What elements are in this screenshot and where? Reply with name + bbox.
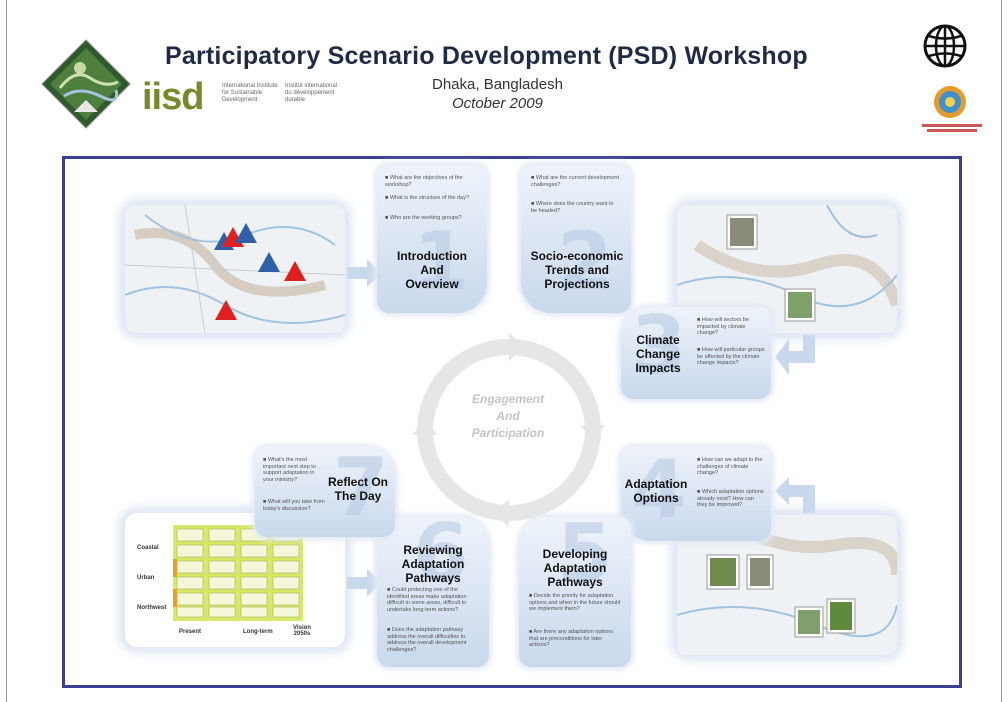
seal-caption: [922, 124, 982, 132]
iisd-french-name: Institut international du développement …: [285, 83, 338, 103]
step-bullet: ■ What's the most important next step to…: [263, 457, 316, 483]
step-climate-impacts: 3 Climate Change Impacts ■ How will sect…: [621, 299, 771, 399]
step-bullet: ■ Which adaptation options already exist…: [697, 489, 764, 508]
arrow-right-icon: [347, 259, 381, 287]
map-top-left: [124, 204, 346, 334]
grid-col-label: Present: [179, 629, 202, 635]
date-text: October 2009: [452, 95, 543, 112]
tree-landscape-logo: [40, 38, 132, 130]
step-bullet: ■ How will particular groups be affected…: [697, 347, 765, 366]
step-bullet: ■ How can we adapt to the challenges of …: [697, 457, 763, 476]
location-text: Dhaka, Bangladesh: [432, 76, 563, 93]
step-title: Reflect On The Day: [327, 475, 388, 503]
engagement-cycle-icon: [397, 325, 621, 535]
step-title: Socio-economic Trends and Projections: [530, 249, 624, 291]
step-bullet: ■ What are the current development chall…: [531, 175, 620, 188]
triangle-red: [215, 300, 237, 320]
step-adaptation-options: 4 Adaptation Options ■ How can we adapt …: [621, 443, 771, 541]
step-number: 1: [413, 215, 469, 308]
grid-col-label: Vision 2050s: [293, 625, 311, 637]
map-top-right: [676, 204, 903, 333]
step-bullet: ■ What is the structure of the day?: [385, 195, 470, 201]
step-number: 3: [631, 299, 687, 392]
grid-row-label: Urban: [137, 575, 155, 581]
step-title: Introduction And Overview: [397, 249, 467, 291]
triangle-blue: [258, 252, 280, 272]
page-frame: [6, 0, 1002, 702]
center-line: Participation: [471, 426, 545, 440]
arrow-up-left-icon: [775, 477, 815, 513]
step-reviewing-pathways: 6 Reviewing Adaptation Pathways ■ Could …: [377, 507, 489, 667]
arrow-right-icon: [347, 569, 381, 597]
step-title: Developing Adaptation Pathways: [542, 547, 608, 589]
step-bullet: ■ Could protecting one of the identified…: [387, 587, 467, 613]
step-bullet: ■ What are the objectives of the worksho…: [385, 175, 463, 188]
step-bullet: ■ Are there any adaptation options that …: [529, 629, 614, 648]
arrow-down-left-icon: [775, 335, 815, 375]
step-number: 2: [557, 215, 613, 308]
step-bullet: ■ Where does the country want to be head…: [531, 201, 614, 214]
step-bullet: ■ How will sectors be impacted by climat…: [697, 317, 749, 336]
step-reflect: 7 ■ What's the most important next step …: [255, 441, 395, 537]
triangle-red: [284, 261, 306, 281]
triangle-blue: [235, 223, 257, 243]
step-bullet: ■ Who are the working groups?: [385, 215, 462, 221]
pathway-grid-image: Coastal Urban Northwest Present Long-ter…: [125, 513, 345, 647]
step-number: 4: [631, 443, 687, 536]
step-number: 6: [413, 507, 469, 600]
step-developing-pathways: 5 Developing Adaptation Pathways ■ Decid…: [519, 507, 631, 667]
center-line: And: [496, 409, 520, 423]
step-introduction: 1 ■ What are the objectives of the works…: [377, 165, 487, 313]
page-title: Participatory Scenario Development (PSD)…: [165, 42, 808, 70]
grid-row-label: Coastal: [137, 545, 159, 551]
step-socioeconomic: 2 ■ What are the current development cha…: [521, 165, 631, 313]
step-number: 7: [333, 441, 389, 534]
workshop-diagram-panel: Coastal Urban Northwest Present Long-ter…: [62, 156, 962, 688]
grid-row-label: Northwest: [137, 605, 167, 611]
iisd-logo: iisd: [142, 76, 204, 118]
grid-col-label: Long-term: [243, 629, 273, 635]
bangladesh-government-seal: [932, 84, 968, 124]
step-title: Reviewing Adaptation Pathways: [401, 543, 465, 585]
step-bullet: ■ What will you take from today's discus…: [263, 499, 325, 512]
step-number: 5: [557, 507, 613, 600]
center-line: Engagement: [471, 392, 544, 406]
center-label: Engagement And Participation: [433, 391, 583, 442]
step-bullet: ■ Does the adaptation pathway address th…: [387, 627, 467, 653]
step-bullet: ■ Decide the priority for adaptation opt…: [529, 593, 621, 612]
step-title: Adaptation Options: [624, 477, 688, 505]
iisd-english-name: International Institute for Sustainable …: [222, 83, 278, 103]
globe-icon: [923, 24, 967, 68]
step-title: Climate Change Impacts: [635, 333, 681, 375]
